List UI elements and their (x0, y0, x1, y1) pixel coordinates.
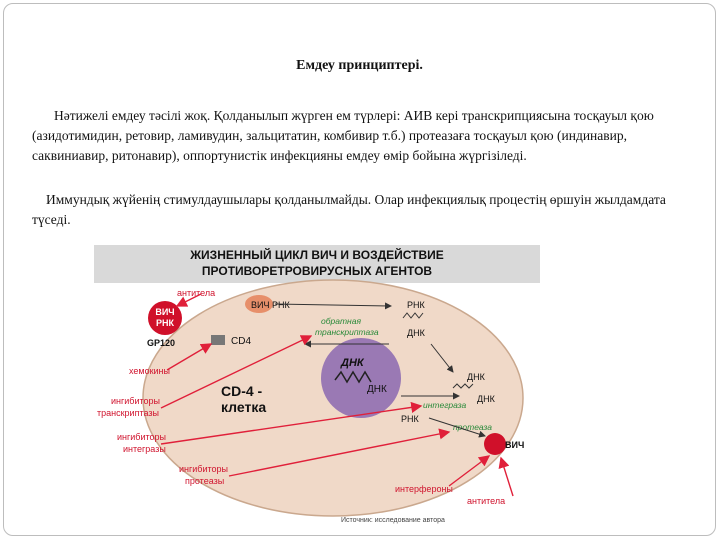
new-virion (484, 433, 506, 455)
arrow-rnk-to-virion (428, 417, 486, 438)
hiv-virion (148, 301, 182, 335)
label-dnk-r1: ДНК (467, 372, 486, 382)
rnk-strand-icon (402, 312, 424, 319)
slide-title: Емдеу принциптері. (296, 58, 423, 73)
paragraph-immune: Иммундық жүйенің стимулдаушылары қолданы… (32, 192, 666, 227)
label-hemokiny: хемокины (129, 366, 170, 376)
label-antitela-top: антитела (177, 288, 215, 298)
virion-label-vich: ВИЧ (155, 307, 174, 317)
label-cd4: CD4 (231, 336, 251, 347)
label-ing-trans-1: ингибиторы (111, 396, 160, 406)
label-antitela-bottom: антитела (467, 496, 505, 506)
label-vich-rnk: ВИЧ РНК (251, 300, 290, 310)
dnk-strand-icon (452, 383, 474, 389)
arrow-integrase-inhibitors (160, 401, 423, 445)
slide: Емдеу принциптері. Нәтижелі емдеу тәсілі… (3, 3, 716, 536)
arrow-rt-inhibitors (160, 335, 313, 409)
arrow-dnk-to-integration (430, 343, 454, 373)
receptor-icon (211, 335, 225, 345)
nucleus-dna-icon (334, 370, 372, 384)
arrow-protease-inhibitors (228, 428, 451, 477)
label-transkriptaza: транскриптаза (315, 327, 379, 337)
diagram-source: Источник: исследование автора (341, 517, 445, 524)
diagram-header-bg (94, 245, 540, 283)
label-cell-kletka: клетка (221, 399, 266, 415)
label-gp120: GP120 (147, 338, 175, 348)
label-dnk-r2: ДНК (477, 394, 496, 404)
label-ing-prot-1: ингибиторы (179, 464, 228, 474)
viral-rna-blob (245, 295, 273, 313)
arrow-chemokines (166, 343, 213, 371)
label-ing-prot-2: протеазы (185, 476, 224, 486)
label-cell-cd4: CD-4 - (221, 383, 263, 399)
label-dnk-right: ДНК (407, 328, 426, 338)
label-rnk-bottom: РНК (401, 414, 420, 424)
label-rnk-right: РНК (407, 300, 426, 310)
label-integraza: интеграза (423, 400, 467, 410)
diagram-title-line1: ЖИЗНЕННЫЙ ЦИКЛ ВИЧ И ВОЗДЕЙСТВИЕ (189, 247, 444, 262)
virion-label-rnk: РНК (156, 318, 175, 328)
diagram-title-line2: ПРОТИВОРЕТРОВИРУСНЫХ АГЕНТОВ (202, 264, 433, 278)
arrow-rna-to-rnk (274, 302, 392, 310)
label-proteaza: протеаза (453, 422, 492, 432)
label-ing-int-1: ингибиторы (117, 432, 166, 442)
arrow-interferons (448, 455, 491, 487)
arrow-antibodies (175, 293, 202, 307)
label-ing-trans-2: транскриптазы (97, 408, 159, 418)
nucleus-dnk-label-2: ДНК (367, 384, 387, 395)
paragraph-treatment: Нәтижелі емдеу тәсілі жоқ. Қолданылып жү… (32, 108, 654, 163)
arrow-antibodies-bottom (498, 456, 514, 497)
label-obratnaya: обратная (321, 316, 361, 326)
label-ing-int-2: интегразы (123, 444, 166, 454)
nucleus-dnk-label: ДНК (340, 357, 365, 369)
label-vich-bottom: ВИЧ (505, 440, 524, 450)
label-interferony: интерфероны (395, 484, 453, 494)
hiv-lifecycle-diagram: ЖИЗНЕННЫЙ ЦИКЛ ВИЧ И ВОЗДЕЙСТВИЕ ПРОТИВО… (89, 240, 545, 530)
